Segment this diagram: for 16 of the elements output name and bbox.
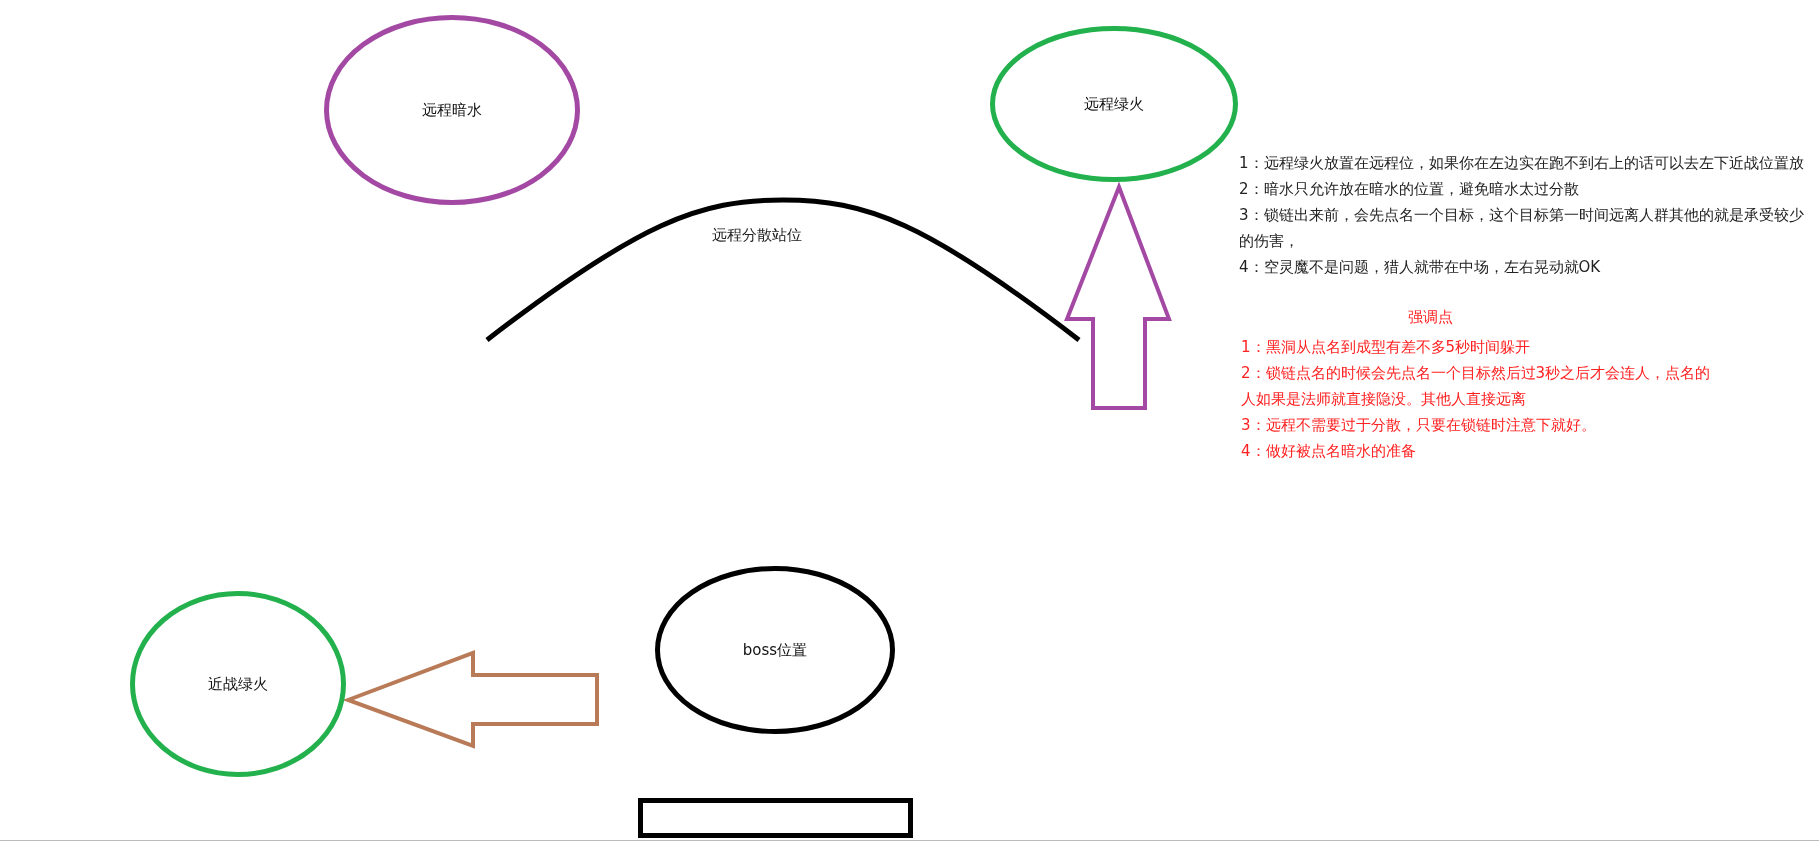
emphasis-heading: 强调点 [1406, 307, 1454, 328]
area-label: 远程分散站位 [712, 225, 802, 246]
tip-note: 3：锁链出来前，会先点名一个目标，这个目标第一时间远离人群其他的就是承受较少的伤害， [1239, 205, 1805, 252]
emphasis-note: 3：远程不需要过于分散，只要在锁链时注意下就好。 [1241, 415, 1597, 436]
tip-note: 1：远程绿火放置在远程位，如果你在左边实在跑不到右上的话可以去左下近战位置放 [1239, 153, 1805, 174]
position-label: boss位置 [742, 640, 808, 660]
block-arrow [342, 650, 599, 749]
emphasis-note: 1：黑洞从点名到成型有差不多5秒时间躲开 [1241, 337, 1532, 358]
tip-note: 2：暗水只允许放在暗水的位置，避免暗水太过分散 [1239, 179, 1580, 200]
position-label: 近战绿火 [208, 674, 268, 694]
tip-note: 4：空灵魔不是问题，猎人就带在中场，左右晃动就OK [1239, 257, 1602, 278]
position-label: 远程暗水 [422, 100, 482, 120]
emphasis-note: 2：锁链点名的时候会先点名一个目标然后过3秒之后才会连人，点名的人如果是法师就直接隐没。其他人直接远离 [1241, 363, 1712, 410]
block-arrow [1064, 181, 1172, 410]
position-label: 远程绿火 [1084, 94, 1144, 114]
emphasis-note: 4：做好被点名暗水的准备 [1241, 441, 1417, 462]
